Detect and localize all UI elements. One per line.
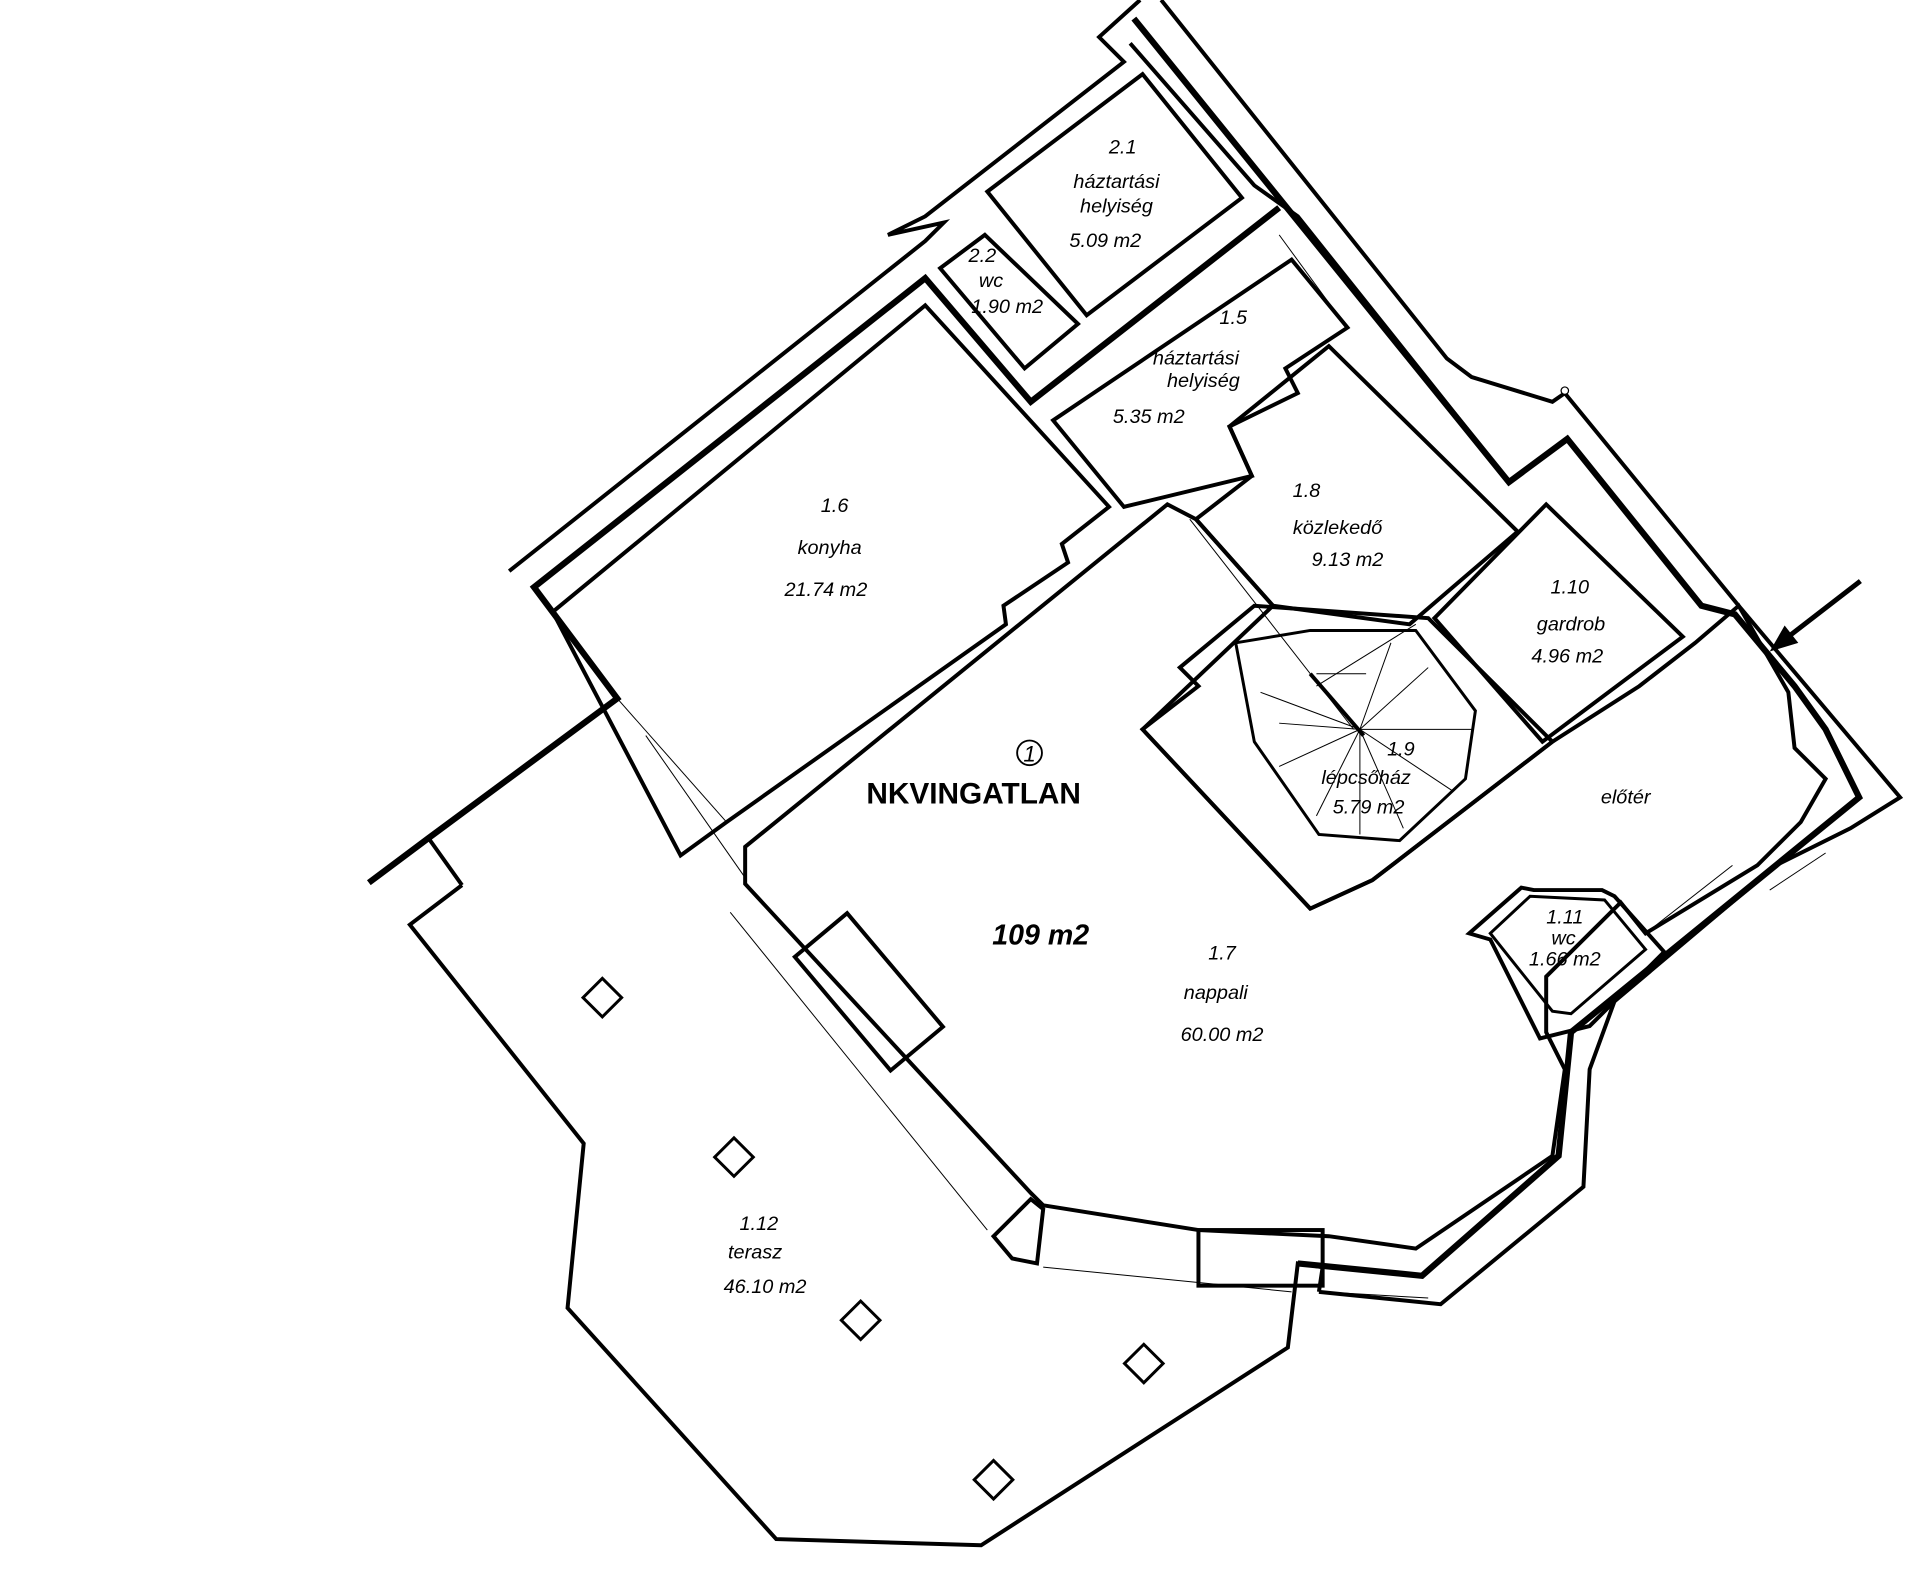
svg-text:háztartási: háztartási xyxy=(1073,171,1160,193)
stair-handrail xyxy=(1308,672,1366,737)
svg-text:2.1: 2.1 xyxy=(1108,136,1137,158)
wall-segment xyxy=(426,837,464,887)
room-1-7-walls xyxy=(743,502,1829,1251)
room-2-2-walls xyxy=(937,232,1081,372)
svg-text:1.10: 1.10 xyxy=(1550,576,1589,598)
room-label-1-9: 1.9 lépcsőház 5.79 m2 xyxy=(1321,738,1414,818)
outer-wall-line xyxy=(507,0,1142,573)
svg-text:lépcsőház: lépcsőház xyxy=(1321,767,1411,789)
svg-text:helyiség: helyiség xyxy=(1167,370,1240,392)
room-1-10-walls xyxy=(1431,501,1686,745)
terrace-column xyxy=(1122,1342,1166,1385)
survey-point-icon xyxy=(1560,386,1570,395)
room-label-1-12: 1.12 terasz 46.10 m2 xyxy=(724,1213,807,1298)
svg-text:60.00 m2: 60.00 m2 xyxy=(1181,1024,1264,1046)
svg-text:konyha: konyha xyxy=(798,537,862,559)
svg-text:5.79 m2: 5.79 m2 xyxy=(1333,796,1405,818)
svg-text:1.5: 1.5 xyxy=(1219,307,1248,329)
outer-wall-line-right xyxy=(1159,0,1904,1307)
staircase-walls xyxy=(1139,603,1556,912)
svg-text:1.9: 1.9 xyxy=(1387,738,1415,760)
svg-text:1.12: 1.12 xyxy=(739,1213,778,1235)
total-area: 109 m2 xyxy=(992,920,1089,952)
svg-text:5.09 m2: 5.09 m2 xyxy=(1069,230,1141,252)
terrace-outline xyxy=(407,883,1325,1548)
svg-text:1.11: 1.11 xyxy=(1546,906,1583,928)
svg-text:4.96 m2: 4.96 m2 xyxy=(1531,646,1603,668)
corner-column xyxy=(990,1196,1046,1266)
svg-text:21.74 m2: 21.74 m2 xyxy=(783,579,867,601)
svg-text:helyiség: helyiség xyxy=(1080,196,1153,218)
svg-text:46.10 m2: 46.10 m2 xyxy=(724,1276,807,1298)
exterior-wall-right xyxy=(1131,16,1864,1279)
svg-text:nappali: nappali xyxy=(1184,982,1249,1004)
inner-wall-line xyxy=(1128,41,1511,484)
plan-title: NKVINGATLAN xyxy=(866,778,1081,811)
svg-text:1.66 m2: 1.66 m2 xyxy=(1529,949,1601,971)
svg-text:wc: wc xyxy=(979,270,1003,292)
stair-treads xyxy=(1260,623,1472,835)
room-label-1-10: 1.10 gardrob 4.96 m2 xyxy=(1531,576,1605,667)
entrance-arrow-icon xyxy=(1786,579,1862,639)
arrow-head-icon xyxy=(1769,625,1799,652)
terrace-column xyxy=(839,1298,883,1342)
svg-text:1.90 m2: 1.90 m2 xyxy=(971,296,1043,318)
svg-text:2.2: 2.2 xyxy=(968,245,997,267)
room-1-6-walls xyxy=(550,302,1112,859)
svg-text:terasz: terasz xyxy=(728,1242,782,1264)
room-label-1-11: 1.11 wc 1.66 m2 xyxy=(1529,906,1601,970)
staircase-inner xyxy=(1233,628,1477,843)
unit-marker: 1 xyxy=(1023,742,1035,767)
room-label-2-1: 2.1 háztartási helyiség 5.09 m2 xyxy=(1069,136,1160,252)
svg-text:wc: wc xyxy=(1551,928,1575,950)
window-element-south xyxy=(1196,1228,1325,1288)
room-label-1-7: 1.7 nappali 60.00 m2 xyxy=(1181,942,1264,1046)
room-1-11-inner xyxy=(1488,894,1648,1016)
svg-text:gardrob: gardrob xyxy=(1537,614,1605,636)
terrace-column xyxy=(580,976,624,1019)
room-2-1-walls xyxy=(984,71,1245,318)
terrace-column xyxy=(972,1458,1015,1502)
svg-text:közlekedő: közlekedő xyxy=(1293,517,1383,539)
svg-text:1.8: 1.8 xyxy=(1293,480,1321,502)
svg-text:1.6: 1.6 xyxy=(821,495,850,517)
svg-text:5.35 m2: 5.35 m2 xyxy=(1113,406,1185,428)
room-label-eloter: előtér xyxy=(1601,787,1652,809)
terrace-column xyxy=(712,1135,756,1179)
room-label-1-6: 1.6 konyha 21.74 m2 xyxy=(783,495,867,601)
room-1-5-walls xyxy=(1050,256,1351,510)
svg-text:1.7: 1.7 xyxy=(1208,942,1237,964)
room-label-1-8: 1.8 közlekedő 9.13 m2 xyxy=(1293,480,1384,571)
window-element xyxy=(792,910,946,1074)
svg-text:9.13 m2: 9.13 m2 xyxy=(1312,549,1384,571)
room-1-11-walls xyxy=(1465,885,1667,1041)
room-label-1-5: 1.5 háztartási helyiség 5.35 m2 xyxy=(1113,307,1248,428)
opening-lines xyxy=(616,234,1826,1299)
svg-text:háztartási: háztartási xyxy=(1153,348,1240,370)
unit-marker-circle xyxy=(1016,739,1043,767)
room-label-2-2: 2.2 wc 1.90 m2 xyxy=(968,245,1044,318)
